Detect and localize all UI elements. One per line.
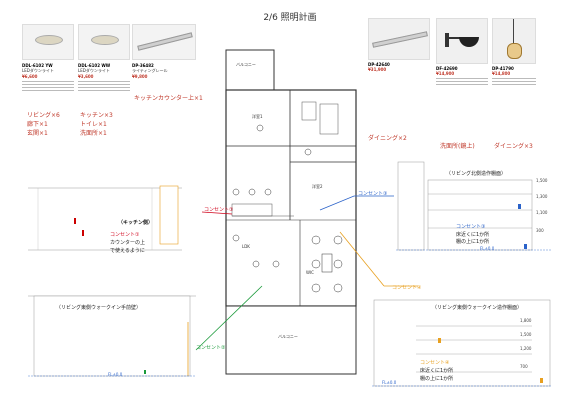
elevation-walkin-plan: （リビング東側ウォークイン手前壁） FL±0.0: [28, 292, 196, 388]
kitchen-outlet-label: コンセント①: [110, 232, 140, 238]
product-price: ¥3,600: [78, 74, 94, 79]
product-sub: ライティングレール: [132, 68, 168, 73]
room-label: LDK: [242, 244, 250, 249]
product-price: ¥31,900: [368, 67, 387, 72]
living-north-outlet-label: コンセント③: [456, 224, 486, 230]
room-label: 洋室2: [312, 184, 323, 189]
note-pendant-dining: ダイニング×3: [494, 143, 533, 150]
downlight-image: [78, 24, 130, 60]
kitchen-note-line2: で使えるように: [110, 248, 145, 254]
bracket-light-image: [436, 18, 488, 64]
product-price: ¥6,600: [22, 74, 38, 79]
walkin-wall-note-1: 床近くに1か所: [420, 368, 454, 374]
elevation-kitchen: （キッチン側） コンセント① カウンターの上 で使えるように: [28, 180, 182, 270]
living-north-note-2: 棚の上に1か所: [456, 239, 490, 245]
note-rail: キッチンカウンター上×1: [134, 95, 203, 102]
walkin-wall-outlet-label: コンセント④: [420, 360, 450, 366]
pendant-image: [492, 18, 536, 64]
rail-image: [132, 24, 196, 60]
outlet-1-label: コンセント①: [204, 207, 234, 213]
product-card-downlight-ww: DDL-6102 WW LEDダウンライト ¥3,600: [78, 24, 130, 106]
product-card-bracket: DF-42690 ¥14,900: [436, 18, 488, 88]
dim-label: 1,100: [536, 210, 548, 215]
floor-level-label: FL±0.0: [382, 380, 397, 385]
note-rail-dining: ダイニング×2: [368, 135, 407, 142]
product-model: DP-42640: [368, 62, 390, 67]
kitchen-elevation-drawing: [28, 185, 182, 251]
note-downlight-yw: リビング×6 廊下×1 玄関×1: [27, 112, 60, 137]
product-model: DF-42690: [436, 66, 458, 71]
product-model: DDL-6102 YW: [22, 63, 53, 68]
dim-label: 1,300: [536, 194, 548, 199]
living-north-note-1: 床近くに1か所: [456, 232, 490, 238]
walkin-wall-note-2: 棚の上に1か所: [420, 376, 454, 382]
floor-plan-drawing: [225, 49, 357, 375]
walkin-wall-title: （リビング東側ウォークイン造作棚面）: [432, 305, 523, 311]
walkin-plan-title: （リビング東側ウォークイン手前壁）: [56, 305, 142, 311]
dim-label: 1,200: [520, 346, 532, 351]
product-card-pendant: DP-41790 ¥14,800: [492, 18, 536, 88]
kitchen-note-line1: カウンターの上: [110, 240, 146, 246]
downlight-image: [22, 24, 74, 60]
dim-label: 1,500: [520, 332, 532, 337]
dim-label: 700: [520, 364, 528, 369]
dim-label: 1,500: [536, 178, 548, 183]
product-price: ¥9,800: [132, 74, 148, 79]
product-model: DDL-6102 WW: [78, 63, 111, 68]
page-title: 2/6 照明計画: [263, 13, 317, 23]
kitchen-elevation-title: （キッチン側）: [118, 220, 154, 226]
note-bracket-washroom: 洗面所(鏡上): [440, 143, 475, 150]
walkin-plan-drawing: [28, 295, 196, 377]
product-card-rail: DP-36482 ライティングレール ¥9,800: [132, 24, 196, 86]
product-price: ¥14,900: [436, 71, 455, 76]
note-downlight-ww: キッチン×3 トイレ×1 洗面所×1: [80, 112, 113, 137]
living-north-title: （リビング北側造作棚面）: [446, 171, 507, 177]
room-label: WIC: [306, 270, 314, 275]
product-card-downlight-yw: DDL-6102 YW LEDダウンライト ¥6,600: [22, 24, 74, 106]
living-north-elevation-drawing: [396, 161, 552, 251]
elevation-walkin-wall: （リビング東側ウォークイン造作棚面） 1,800 1,500 1,200 700…: [372, 296, 552, 394]
walkin-wall-drawing: [372, 299, 552, 387]
outlet-3-label: コンセント③: [358, 191, 388, 197]
product-model: DP-41790: [492, 66, 514, 71]
room-label: バルコニー: [236, 62, 256, 67]
elevation-living-north: （リビング北側造作棚面） コンセント③ 床近くに1か所 棚の上に1か所 1,50…: [396, 156, 552, 260]
room-label: バルコニー: [278, 334, 298, 339]
product-sub: LEDダウンライト: [22, 68, 54, 73]
room-label: 洋室1: [252, 114, 263, 119]
product-sub: LEDダウンライト: [78, 68, 110, 73]
product-price: ¥14,800: [492, 71, 511, 76]
outlet-4-label: コンセント④: [392, 285, 422, 291]
outlet-2-label: コンセント②: [196, 345, 226, 351]
floor-plan: 洋室1 洋室2 バルコニー LDK WIC バルコニー: [212, 44, 362, 382]
product-model: DP-36482: [132, 63, 154, 68]
floor-level-label: FL±0.0: [108, 372, 123, 377]
dim-label: 300: [536, 228, 544, 233]
dim-label: 1,800: [520, 318, 532, 323]
product-card-rail-right: DP-42640 ¥31,900: [368, 18, 430, 78]
floor-level-label: FL±0.0: [480, 246, 495, 251]
rail-image: [368, 18, 430, 60]
